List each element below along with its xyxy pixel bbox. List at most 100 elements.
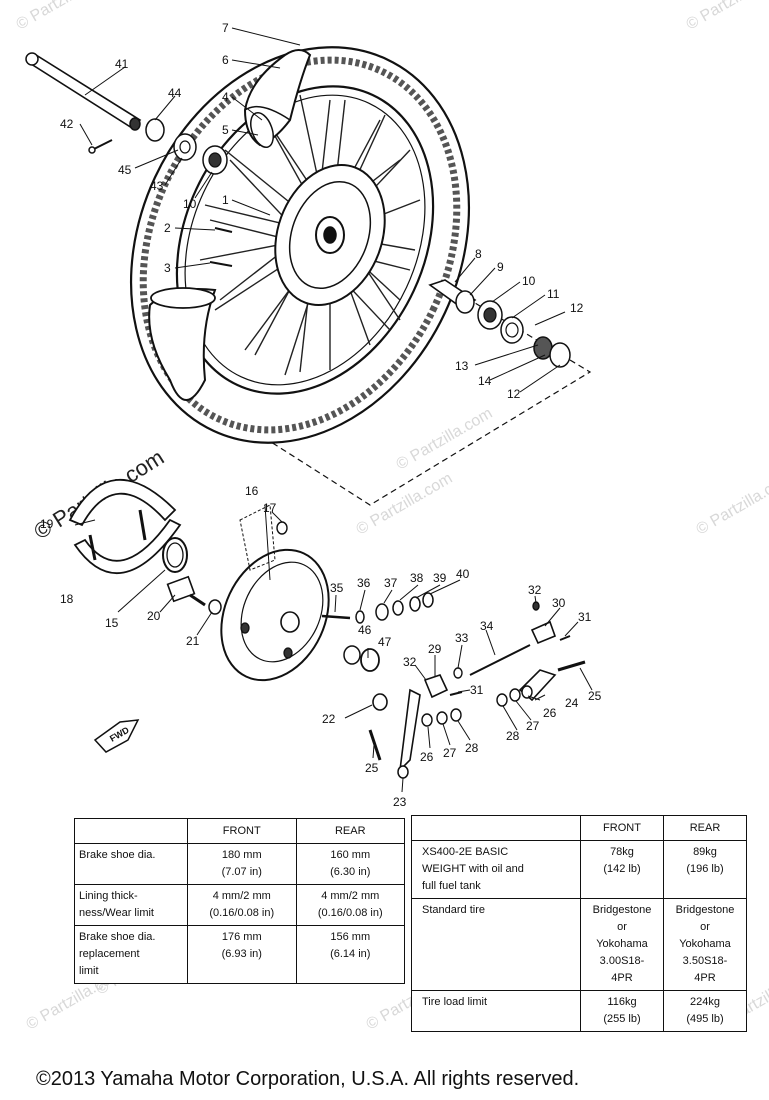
callout-37: 37: [384, 576, 398, 590]
brake-row-label: Brake shoe dia.: [74, 843, 188, 885]
brake-spec-table: FRONT REAR Brake shoe dia. 180 mm(7.07 i…: [74, 818, 405, 984]
callout-3: 3: [164, 261, 171, 275]
weight-row-front: 116kg(255 lb): [580, 990, 664, 1032]
callout-27b: 27: [526, 719, 540, 733]
brake-table-header-rear: REAR: [295, 818, 405, 844]
callout-2: 2: [164, 221, 171, 235]
callout-15: 15: [105, 616, 119, 630]
fwd-arrow: FWD: [93, 719, 140, 753]
callout-46: 46: [358, 623, 372, 637]
brake-row-front: 176 mm(6.93 in): [187, 925, 297, 984]
callout-20: 20: [147, 609, 161, 623]
callout-22: 22: [322, 712, 336, 726]
brake-table-row: Brake shoe dia. 180 mm(7.07 in) 160 mm(6…: [74, 843, 405, 885]
callout-13: 13: [455, 359, 469, 373]
callout-7: 7: [222, 21, 229, 35]
callout-24: 24: [565, 696, 579, 710]
callout-35: 35: [330, 581, 344, 595]
callout-23: 23: [393, 795, 407, 809]
callout-41: 41: [115, 57, 129, 71]
callout-45: 45: [118, 163, 132, 177]
callout-9: 9: [497, 260, 504, 274]
callout-33: 33: [455, 631, 469, 645]
callout-labels: 7 6 4 5 1 2 3 41 42 44 45 43 10 8 9 10 1…: [40, 21, 602, 809]
weight-table-header-rear: REAR: [663, 815, 747, 841]
weight-row-front: 78kg(142 lb): [580, 840, 664, 899]
callout-29: 29: [428, 642, 442, 656]
weight-row-label: Standard tire: [411, 898, 581, 991]
callout-26: 26: [420, 750, 434, 764]
callout-32b: 32: [528, 583, 542, 597]
copyright-footer: ©2013 Yamaha Motor Corporation, U.S.A. A…: [36, 1068, 580, 1090]
brake-table-corner: [74, 818, 188, 844]
svg-text:© Partzilla.com: © Partzilla.com: [394, 405, 496, 474]
callout-30: 30: [552, 596, 566, 610]
callout-28b: 28: [506, 729, 520, 743]
brake-parts: [68, 478, 586, 779]
callout-25: 25: [365, 761, 379, 775]
callout-38: 38: [410, 571, 424, 585]
callout-25b: 25: [588, 689, 602, 703]
brake-row-rear: 160 mm(6.30 in): [295, 843, 405, 885]
callout-39: 39: [433, 571, 447, 585]
callout-5: 5: [222, 123, 229, 137]
callout-6: 6: [222, 53, 229, 67]
callout-31b: 31: [578, 610, 592, 624]
callout-31: 31: [470, 683, 484, 697]
brake-row-rear: 156 mm(6.14 in): [295, 925, 405, 984]
callout-44: 44: [168, 86, 182, 100]
callout-12b: 12: [507, 387, 521, 401]
callout-43: 43: [150, 179, 164, 193]
brake-row-front: 180 mm(7.07 in): [187, 843, 297, 885]
callout-12: 12: [570, 301, 584, 315]
weight-row-label: Tire load limit: [411, 990, 581, 1032]
weight-row-rear: 89kg(196 lb): [663, 840, 747, 899]
axle-parts: [25, 52, 571, 368]
brake-table-row: Lining thick-ness/Wear limit 4 mm/2 mm(0…: [74, 884, 405, 926]
svg-text:© Partzilla.com: © Partzilla.com: [14, 0, 116, 33]
callout-1: 1: [222, 193, 229, 207]
svg-text:© Partzilla.com: © Partzilla.com: [694, 470, 769, 539]
callout-19: 19: [40, 517, 54, 531]
callout-18: 18: [60, 592, 74, 606]
callout-40: 40: [456, 567, 470, 581]
callout-28: 28: [465, 741, 479, 755]
callout-32: 32: [403, 655, 417, 669]
callout-16: 16: [245, 484, 259, 498]
svg-text:© Partzilla.com: © Partzilla.com: [684, 0, 769, 33]
callout-36: 36: [357, 576, 371, 590]
callout-11: 11: [547, 287, 560, 301]
weight-table-header-row: FRONT REAR: [411, 815, 747, 841]
wheel-illustration: [129, 46, 592, 506]
callout-10b: 10: [522, 274, 536, 288]
callout-42: 42: [60, 117, 74, 131]
callout-26b: 26: [543, 706, 557, 720]
brake-table-header-row: FRONT REAR: [74, 818, 405, 844]
callout-17: 17: [263, 501, 277, 515]
leader-lines: [74, 27, 593, 793]
callout-14: 14: [478, 374, 492, 388]
callout-4: 4: [222, 90, 229, 104]
brake-row-label: Lining thick-ness/Wear limit: [74, 884, 188, 926]
callout-47: 47: [378, 635, 392, 649]
weight-row-rear: 224kg(495 lb): [663, 990, 747, 1032]
brake-row-front: 4 mm/2 mm(0.16/0.08 in): [187, 884, 297, 926]
callout-10: 10: [183, 197, 197, 211]
callout-27: 27: [443, 746, 457, 760]
callout-8: 8: [475, 247, 482, 261]
brake-row-rear: 4 mm/2 mm(0.16/0.08 in): [295, 884, 405, 926]
weight-table-corner: [411, 815, 581, 841]
brake-table-header-front: FRONT: [187, 818, 297, 844]
callout-34: 34: [480, 619, 494, 633]
weight-table-row: Tire load limit 116kg(255 lb) 224kg(495 …: [411, 990, 747, 1032]
weight-table-header-front: FRONT: [580, 815, 664, 841]
callout-21: 21: [186, 634, 200, 648]
